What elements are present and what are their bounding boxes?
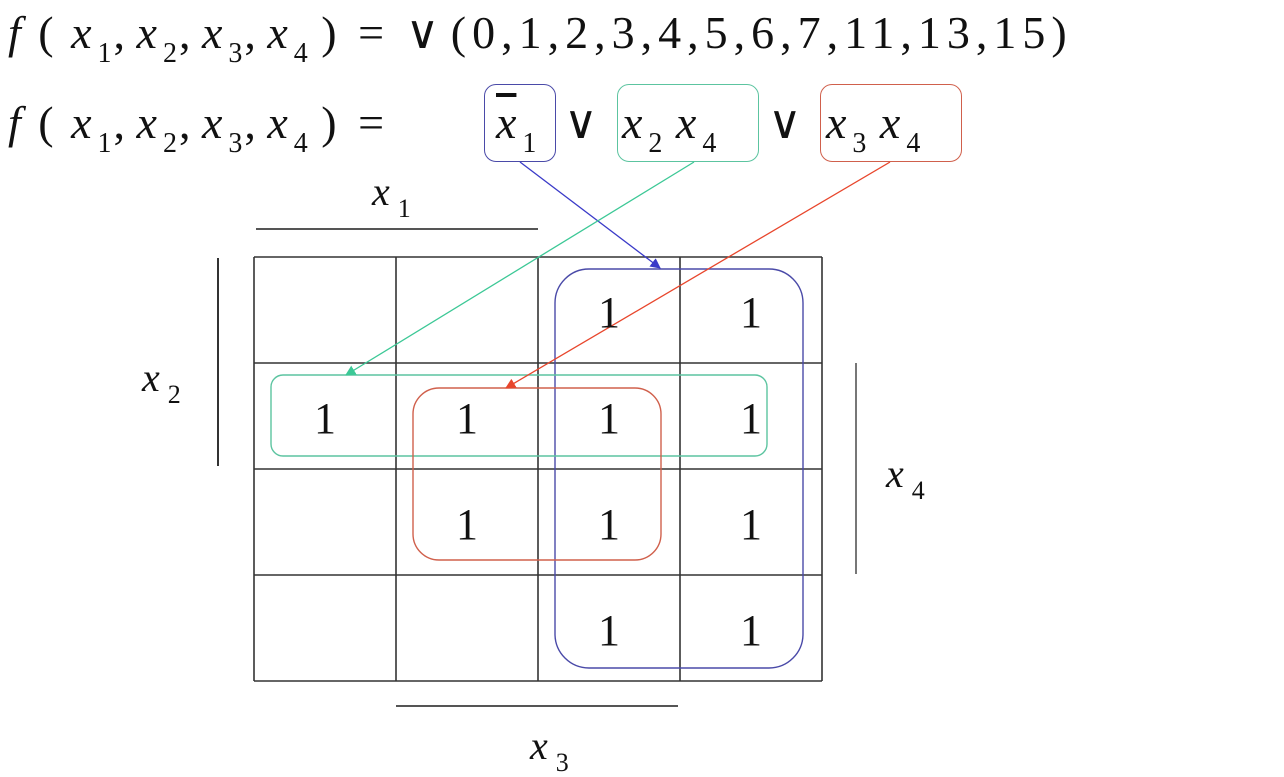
group-x2-x4 <box>270 374 768 457</box>
kmap-cell-one: 1 <box>598 288 620 337</box>
function-name: f <box>8 7 21 58</box>
var-x4: x <box>267 7 288 58</box>
minterm-list: (0,1,2,3,4,5,6,7,11,13,15) <box>450 7 1073 58</box>
or-operator-1: ∨ <box>564 97 598 148</box>
kmap-cell-one: 1 <box>456 394 478 443</box>
kmap-cell-one: 1 <box>740 606 762 655</box>
term-box-x2-x4 <box>617 84 759 162</box>
kmap-cell-one: 1 <box>740 500 762 549</box>
var-x3: x <box>201 7 223 58</box>
var-x2: x <box>136 7 157 58</box>
kmap-cell-one: 1 <box>456 500 478 549</box>
arrow-x2-x4 <box>345 161 695 376</box>
equals-sign: = <box>358 7 385 58</box>
term-box-not-x1 <box>484 84 556 162</box>
kmap-cell-one: 1 <box>740 394 762 443</box>
equals-sign: = <box>358 97 385 148</box>
or-operator: ∨ <box>405 7 440 58</box>
kmap-cell-one: 1 <box>740 288 762 337</box>
kmap-cell-one: 1 <box>598 500 620 549</box>
kmap-cell-one: 1 <box>314 394 336 443</box>
group-not-x1 <box>554 268 804 669</box>
function-name: f <box>8 97 21 148</box>
var-x1: x <box>71 7 92 58</box>
arrow-not-x1 <box>519 161 661 269</box>
kmap-cell-one: 1 <box>598 394 620 443</box>
term-box-x3-x4 <box>820 84 962 162</box>
arrow-x3-x4 <box>505 161 891 389</box>
group-x3-x4 <box>412 387 662 561</box>
or-operator-2: ∨ <box>768 97 802 148</box>
kmap-cell-one: 1 <box>598 606 620 655</box>
